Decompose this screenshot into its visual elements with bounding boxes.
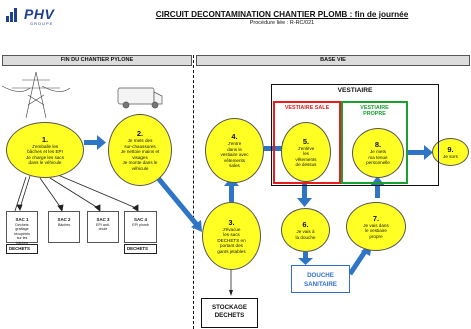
- bag-2-text: Bâches: [58, 222, 70, 227]
- step-6-text: Je vais à la douche: [295, 229, 316, 240]
- step-5: 5. J'enlève les vêtements de dessus: [281, 122, 331, 182]
- step-7: 7. Je vais dans le vestiaire propre: [346, 202, 406, 251]
- vestiaire-propre-label: VESTIAIRE PROPRE: [360, 105, 389, 118]
- step-6: 6. Je vais à la douche: [281, 208, 330, 252]
- page-title: CIRCUIT DECONTAMINATION CHANTIER PLOMB :…: [155, 10, 409, 19]
- flow-arrows: [84, 135, 433, 296]
- dechets-label-left: DECHETS: [6, 244, 38, 254]
- dechets-label-right: DECHETS: [124, 244, 157, 254]
- step-1: 1. J'emballe les bâches et les EPI Je ch…: [6, 122, 84, 178]
- step-8: 8. Je mets ma tenue personnelle: [352, 128, 404, 178]
- bag-4-text: EPI plomb: [132, 222, 149, 227]
- logo-text: PHV: [24, 6, 55, 22]
- vestiaire-sale-label: VESTIAIRE SALE: [284, 105, 330, 111]
- bag-3-title: SAC 3: [96, 217, 110, 223]
- header-base-vie: BASE VIE: [196, 55, 470, 66]
- step-5-text: J'enlève les vêtements de dessus: [295, 145, 317, 168]
- step-2-number: 2.: [136, 129, 144, 138]
- step-3: 3. J'évacue les sacs DECHETS en portant …: [202, 202, 261, 270]
- step-4-text: J'entre dans le vestiaire avec vêtements…: [220, 141, 249, 169]
- bag-1-text: Déchets grattage récupérés sur les bâche…: [14, 222, 30, 245]
- step-6-number: 6.: [302, 220, 309, 229]
- bag-1-title: SAC 1: [15, 217, 29, 223]
- bag-4-title: SAC 4: [134, 217, 147, 223]
- step-2: 2. Je mets des sur-chaussures Je nettoie…: [108, 114, 172, 186]
- step-7-text: Je vais dans le vestiaire propre: [363, 222, 389, 239]
- step-2-text: Je mets des sur-chaussures Je nettoie ma…: [120, 138, 160, 171]
- step-4-number: 4.: [231, 132, 238, 142]
- header-chantier: FIN DU CHANTIER PYLONE: [2, 55, 192, 66]
- step-4: 4. J'entre dans le vestiaire avec vêteme…: [205, 118, 264, 183]
- phv-logo: PHV GROUPE: [6, 6, 72, 28]
- vestiaire-propre-frame: VESTIAIRE PROPRE: [341, 101, 408, 184]
- bag-arrows: [13, 174, 139, 215]
- step-3-text: J'évacue les sacs DECHETS en portant des…: [217, 226, 246, 254]
- vestiaire-sale-frame: VESTIAIRE SALE: [273, 101, 341, 184]
- step-8-text: Je mets ma tenue personnelle: [366, 149, 390, 166]
- step-9-number: 9.: [447, 144, 454, 154]
- page-subtitle: Procédure liée : R-RC/021: [249, 20, 315, 26]
- douche-sanitaire-box: DOUCHE SANITAIRE: [291, 265, 350, 293]
- logo-subtext: GROUPE: [30, 21, 54, 26]
- vestiaire-frame: [271, 84, 439, 186]
- step-5-number: 5.: [302, 136, 310, 146]
- logo-bars-icon: [6, 8, 22, 22]
- step-1-text: J'emballe les bâches et les EPI Je charg…: [25, 143, 65, 166]
- step-3-number: 3.: [228, 217, 235, 227]
- bag-2-title: SAC 2: [57, 217, 71, 223]
- section-divider: [193, 55, 194, 329]
- pylon-icon: [1, 71, 71, 119]
- step-7-number: 7.: [372, 213, 380, 223]
- vestiaire-title: VESTIAIRE: [337, 87, 373, 94]
- stockage-dechets-box: STOCKAGE DECHETS: [201, 298, 258, 328]
- bag-3-text: EPI anti- chute: [96, 222, 110, 232]
- step-8-number: 8.: [374, 140, 382, 150]
- van-icon: [117, 87, 163, 109]
- step-1-number: 1.: [41, 134, 49, 144]
- step-9-text: Je sors: [443, 153, 458, 159]
